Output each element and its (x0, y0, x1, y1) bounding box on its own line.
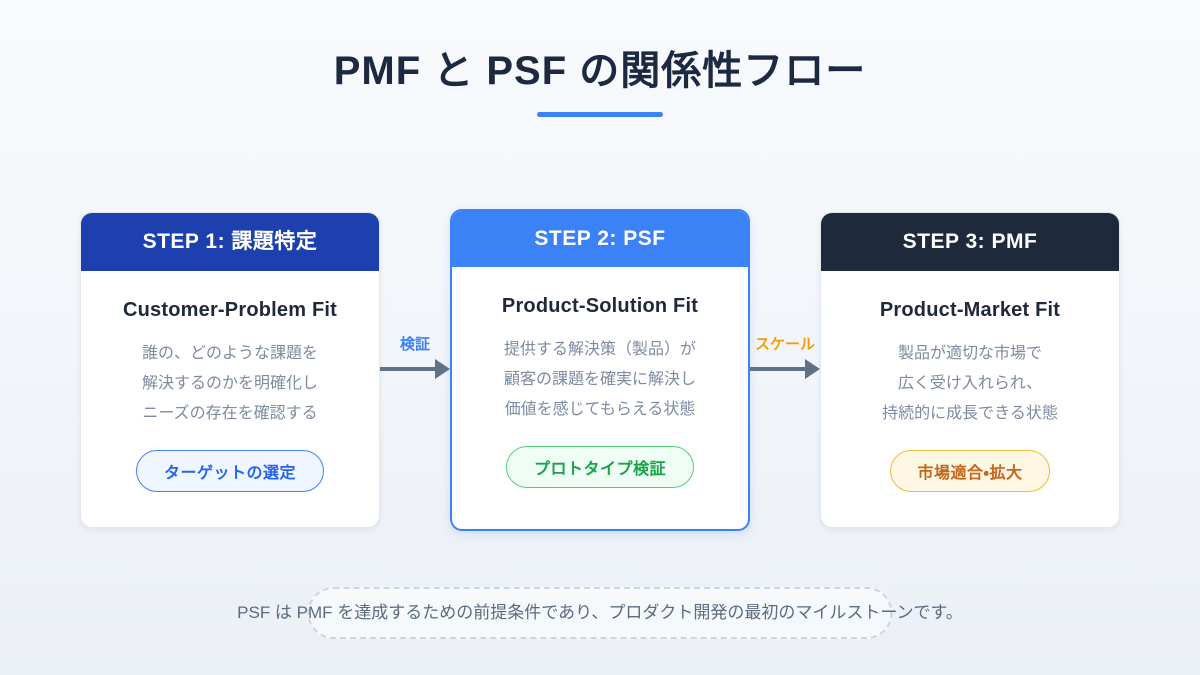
description-line: 解決するのかを明確化し (141, 375, 318, 392)
card-step1-header: STEP 1: 課題特定 (81, 213, 379, 271)
footer-note: PSF は PMF を達成するための前提条件であり、プロダクト開発の最初のマイル… (237, 603, 963, 622)
card-step3-badge: 市場適合・拡大 (889, 450, 1051, 492)
card-step2-psf: STEP 2: PSF Product-Solution Fit 提供する解決策… (450, 209, 750, 531)
description-line: 持続的に成長できる状態 (882, 405, 1058, 422)
card-step3-title: Product-Market Fit (879, 299, 1061, 321)
card-step2-title: Product-Solution Fit (501, 295, 699, 317)
footer-dashed-box (307, 587, 893, 639)
arrow-shaft (750, 367, 807, 371)
title-underline (537, 112, 663, 117)
arrow-step2-to-step3: スケール (750, 209, 820, 531)
card-step1-title: Customer-Problem Fit (122, 299, 338, 321)
card-step3-pmf: STEP 3: PMF Product-Market Fit 製品が適切な市場で… (820, 212, 1120, 528)
description-line: 顧客の課題を確実に解決し (503, 371, 696, 388)
arrow-shaft (380, 367, 437, 371)
card-step1-description: 誰の、どのような課題を 解決するのかを明確化し ニーズの存在を確認する (81, 339, 379, 429)
arrow-head-icon (435, 359, 450, 379)
page-title: PMF と PSF の関係性フロー (333, 49, 867, 93)
card-step2-badge: プロトタイプ検証 (505, 446, 694, 488)
card-step1-badge: ターゲットの選定 (135, 450, 324, 492)
flow-diagram: STEP 1: 課題特定 Customer-Problem Fit 誰の、どのよ… (80, 209, 1120, 531)
description-line: 広く受け入れられ、 (897, 375, 1043, 392)
description-line: 価値を感じてもらえる状態 (504, 401, 696, 418)
card-step2-header: STEP 2: PSF (452, 211, 748, 267)
description-line: 誰の、どのような課題を (141, 345, 318, 362)
arrow-head-icon (805, 359, 820, 379)
description-line: ニーズの存在を確認する (142, 405, 318, 422)
description-line: 製品が適切な市場で (897, 345, 1042, 362)
description-line: 提供する解決策（製品）が (503, 341, 696, 358)
title-section: PMF と PSF の関係性フロー (0, 0, 1200, 117)
card-step3-header: STEP 3: PMF (821, 213, 1119, 271)
card-step2-description: 提供する解決策（製品）が 顧客の課題を確実に解決し 価値を感じてもらえる状態 (452, 335, 748, 425)
arrow-label-scale: スケール (754, 336, 816, 353)
card-step3-description: 製品が適切な市場で 広く受け入れられ、 持続的に成長できる状態 (821, 339, 1119, 429)
arrow-step1-to-step2: 検証 (380, 209, 450, 531)
arrow-label-validation: 検証 (399, 336, 431, 353)
card-step1-problem-fit: STEP 1: 課題特定 Customer-Problem Fit 誰の、どのよ… (80, 212, 380, 528)
footer-section: PSF は PMF を達成するための前提条件であり、プロダクト開発の最初のマイル… (0, 587, 1200, 641)
